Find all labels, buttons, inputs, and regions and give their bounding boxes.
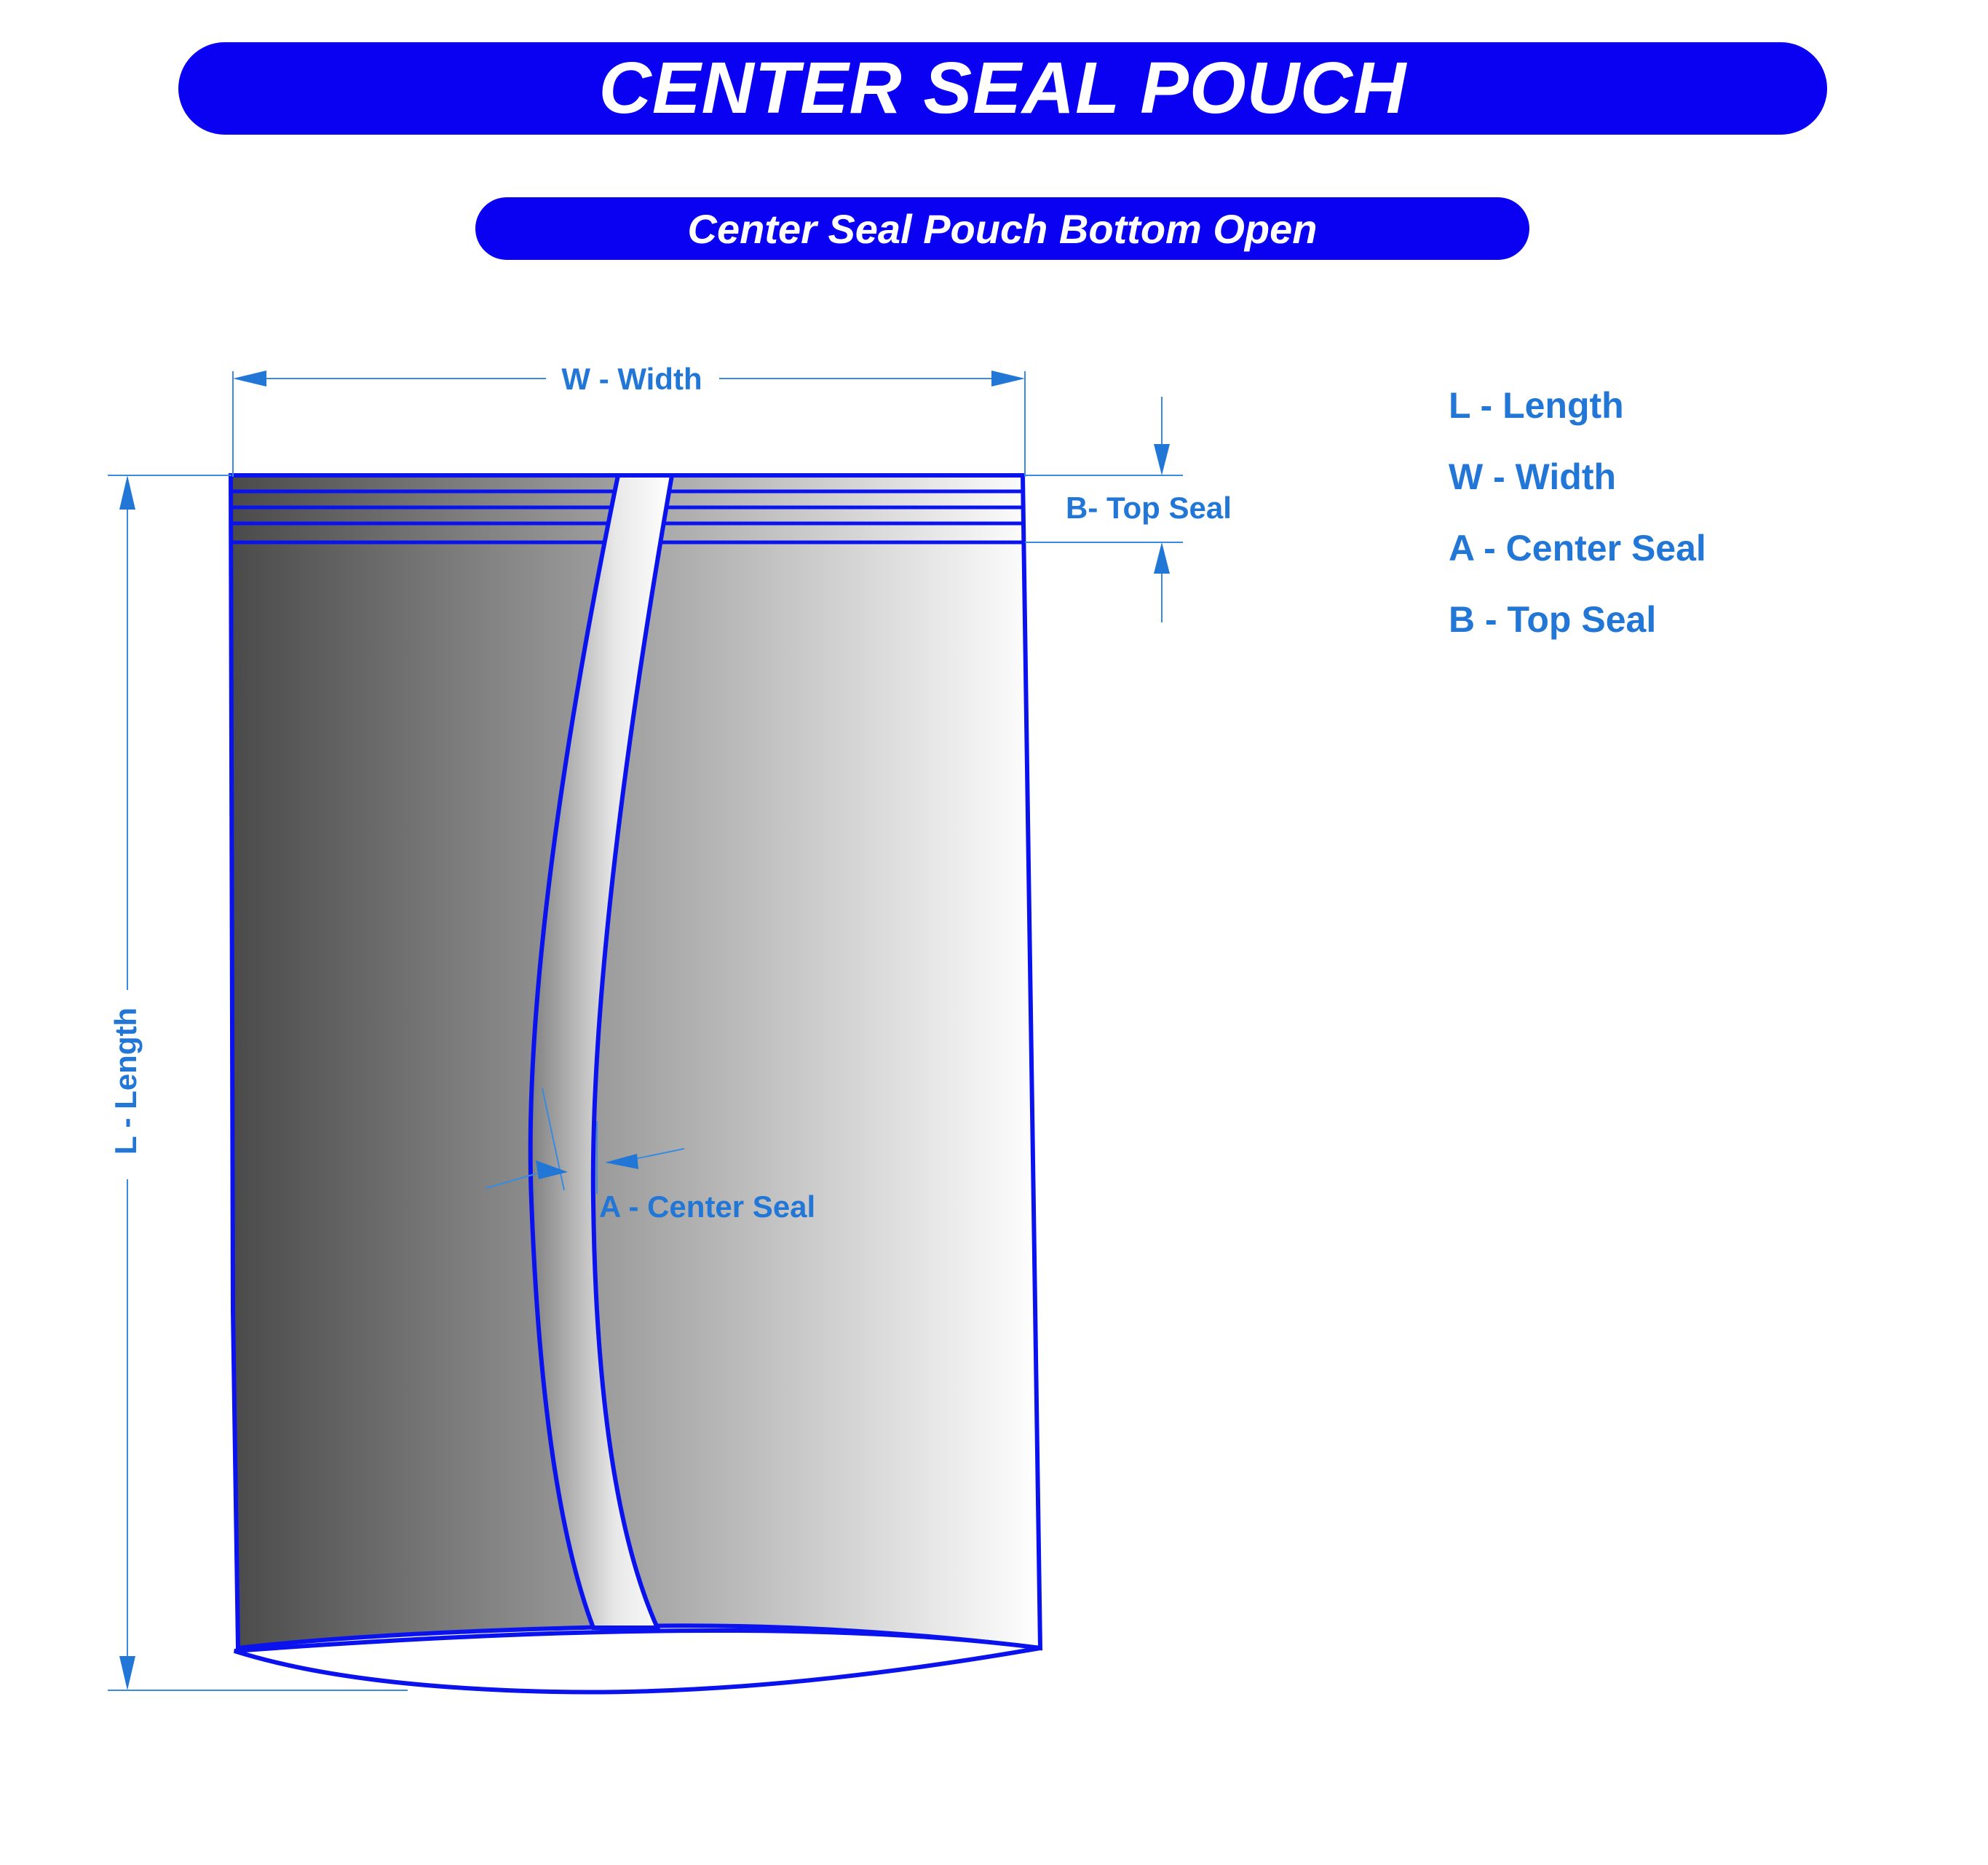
length-dimension-label: L - Length [108, 1007, 143, 1155]
length-arrow-bottom [119, 1656, 135, 1690]
width-arrow-left [233, 371, 266, 387]
legend-item-width: W - Width [1449, 456, 1617, 497]
page-title: CENTER SEAL POUCH [598, 47, 1407, 129]
top-seal-arrow-down [1154, 444, 1170, 475]
page-subtitle: Center Seal Pouch Bottom Open [687, 205, 1318, 252]
legend-item-center-seal: A - Center Seal [1449, 528, 1706, 569]
length-dimension [108, 475, 408, 1691]
bottom-opening [234, 1628, 1041, 1695]
dimension-legend: L - Length W - Width A - Center Seal B -… [1449, 370, 1706, 655]
length-arrow-top [119, 475, 135, 510]
center-seal-strip [528, 473, 675, 1630]
width-dimension-label: W - Width [561, 362, 702, 396]
top-seal-label: B- Top Seal [1066, 491, 1232, 525]
top-seal-arrow-up [1154, 542, 1170, 574]
center-seal-arrow-right [605, 1154, 638, 1169]
width-arrow-right [991, 371, 1025, 387]
legend-item-length: L - Length [1449, 385, 1624, 426]
subtitle-banner: Center Seal Pouch Bottom Open [475, 197, 1529, 260]
title-banner: CENTER SEAL POUCH [178, 42, 1827, 135]
center-seal-label: A - Center Seal [599, 1189, 815, 1224]
width-dimension [232, 371, 1026, 477]
center-seal-arrow-left [536, 1160, 568, 1179]
legend-item-top-seal: B - Top Seal [1449, 599, 1657, 640]
top-seal-dimension [1025, 397, 1183, 622]
